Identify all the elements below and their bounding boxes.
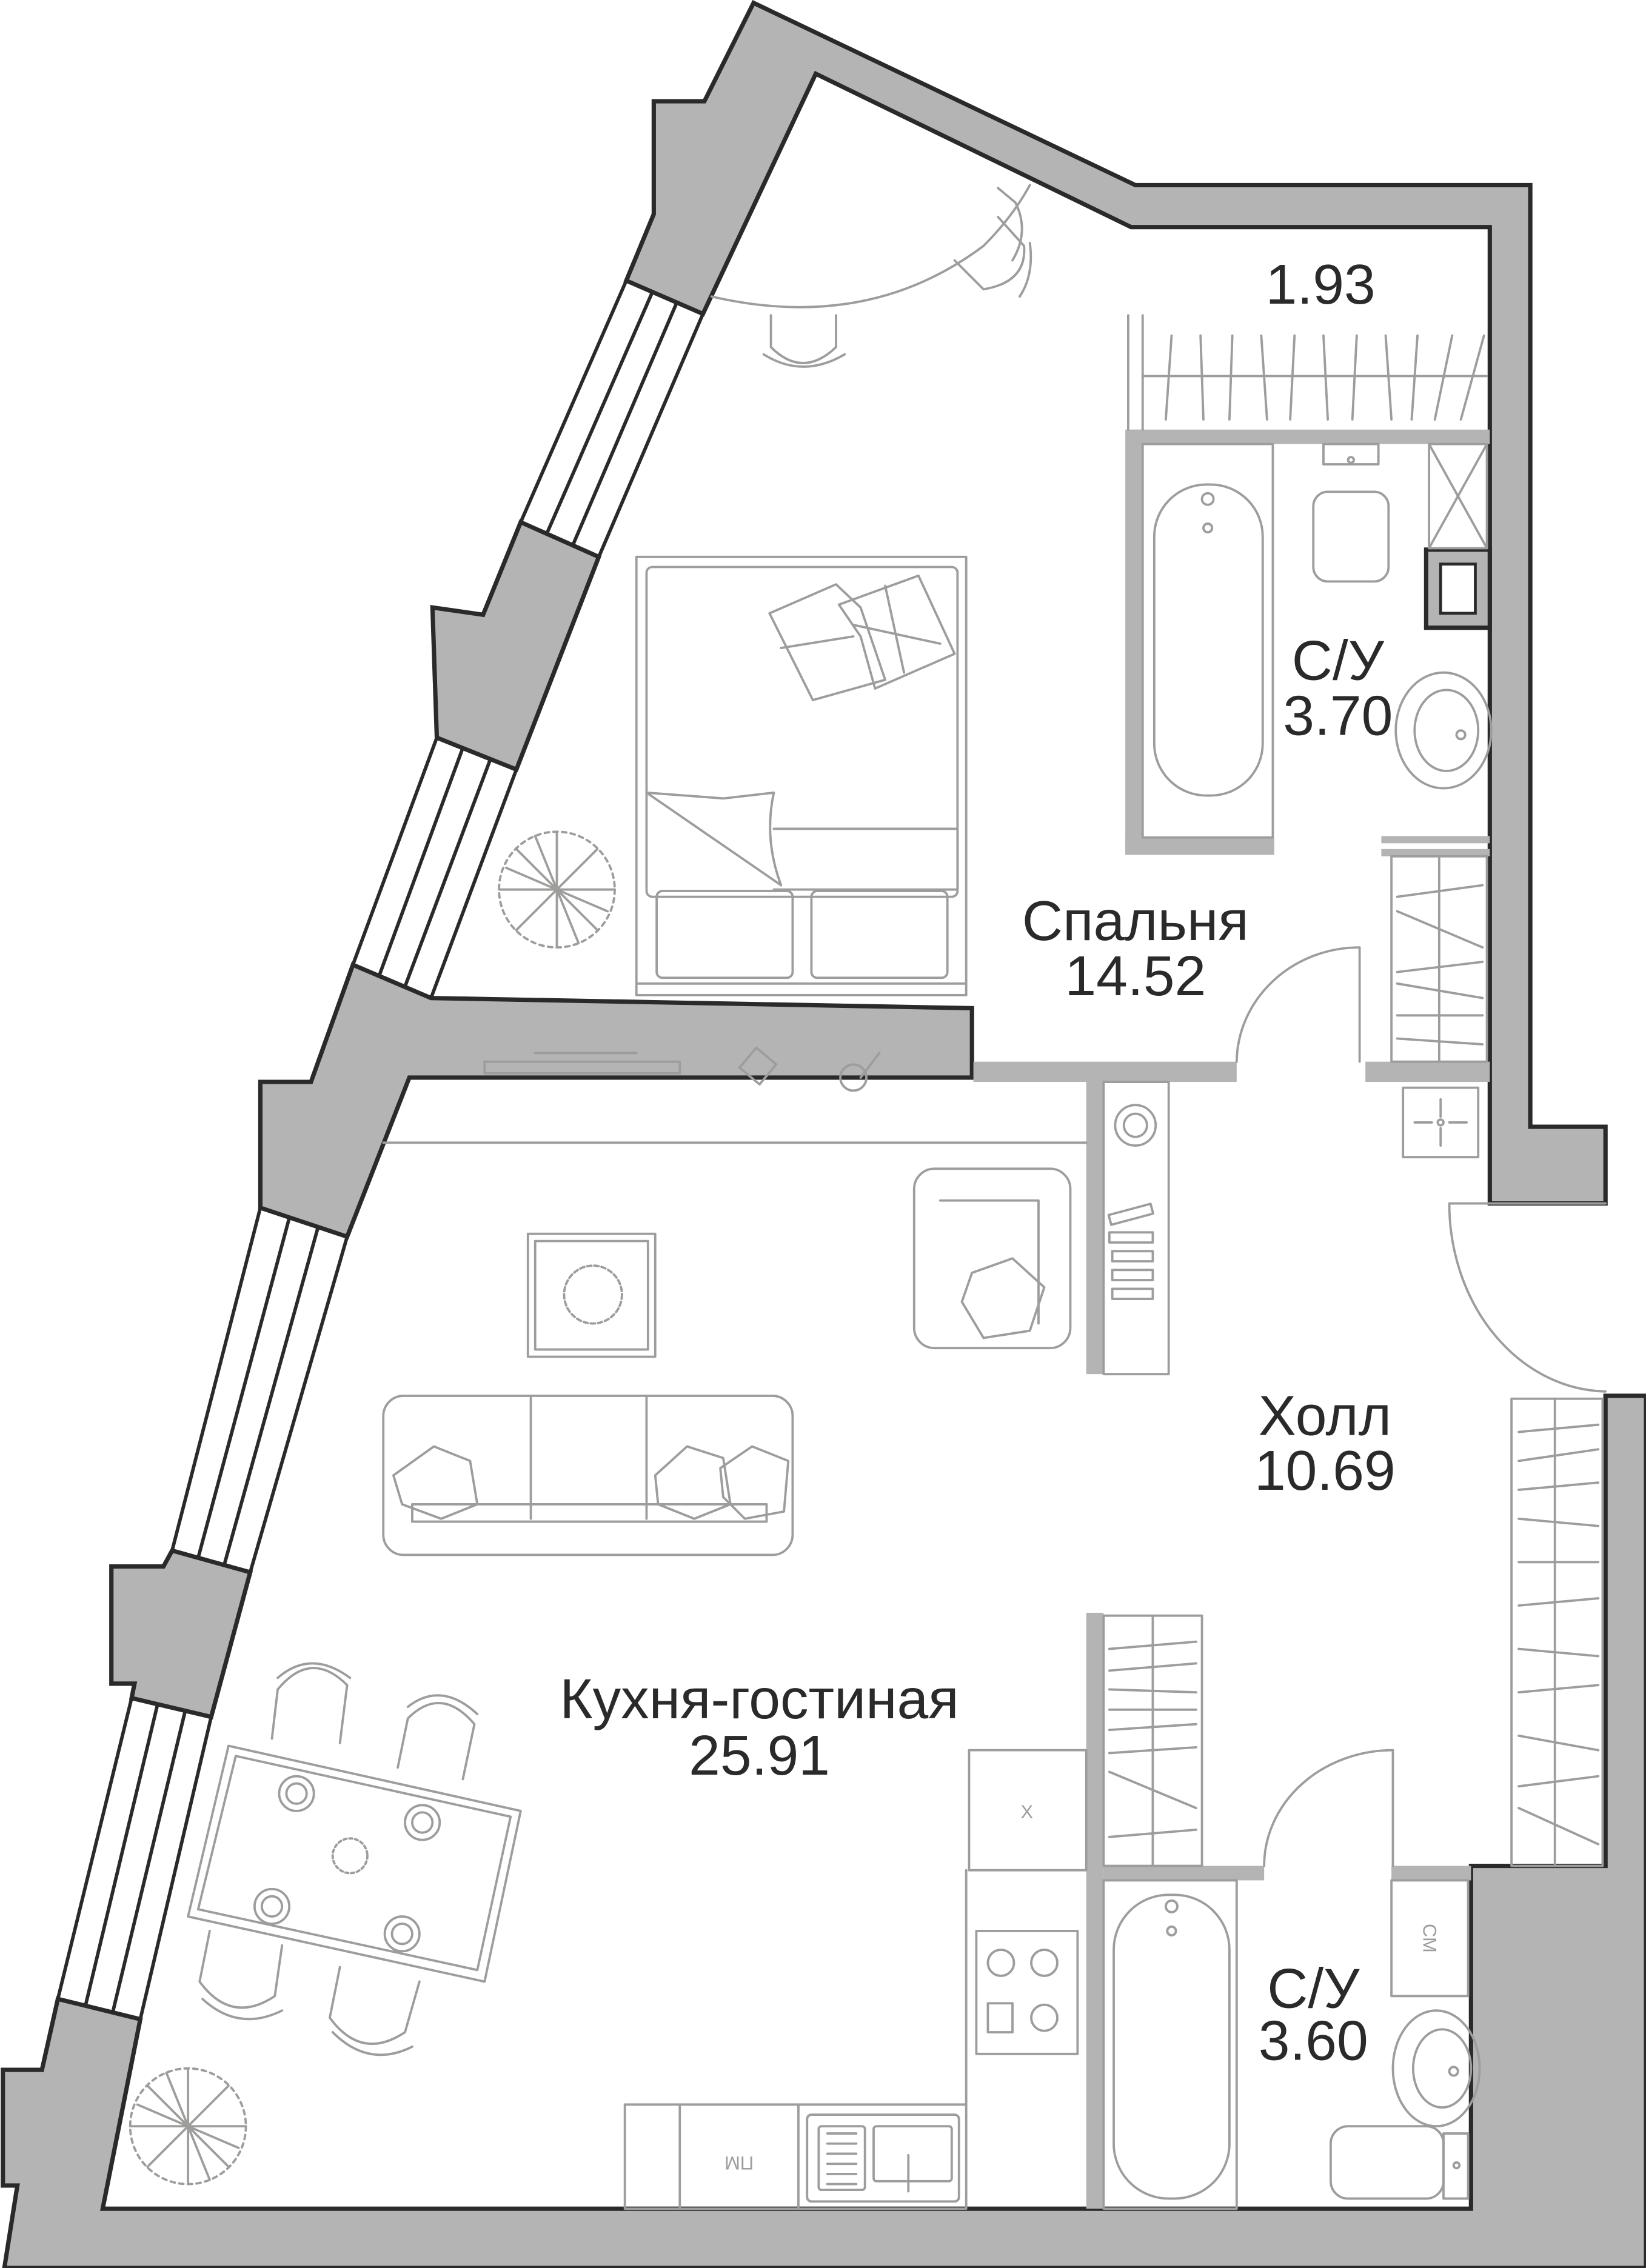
bathtub-icon	[1153, 483, 1264, 797]
window-4	[56, 1698, 213, 2020]
pillow-icon	[768, 583, 886, 701]
toilet-icon	[1329, 2125, 1445, 2200]
plate-icon	[404, 1804, 441, 1841]
bedroom-area: 14.52	[1065, 944, 1206, 1007]
closet-1	[1390, 855, 1488, 1159]
armchair-icon	[912, 1167, 1072, 1350]
bedroom-door[interactable]	[1235, 946, 1361, 1063]
plant-icon	[129, 2067, 247, 2186]
window-1	[519, 279, 705, 558]
kitchen-units: Х ПМ	[623, 1749, 1088, 2210]
room-labels: 1.93 С/У 3.70 Спальня 14.52 Холл 10.69 К…	[560, 253, 1395, 2072]
wall-pier-4	[109, 1548, 253, 1720]
doors	[1235, 946, 1607, 1867]
fridge-icon	[968, 1749, 1088, 1872]
rug-icon	[526, 1232, 657, 1358]
toilet-icon	[1312, 490, 1390, 583]
chair-icon	[396, 1694, 479, 1781]
wall-bottom	[1, 1393, 1646, 2268]
chair-icon	[953, 216, 1032, 298]
wall-pier-3	[258, 962, 974, 1239]
bathroom-1-name: С/У	[1292, 629, 1385, 692]
chair-icon	[329, 1966, 421, 2056]
bathroom-2-area: 3.60	[1259, 2009, 1368, 2072]
hall-closets	[1102, 1397, 1604, 1867]
kitchen-living-area: 25.91	[689, 1724, 830, 1787]
pillow-icon	[810, 890, 949, 979]
hall-name: Холл	[1259, 1384, 1391, 1447]
bathtub-icon	[1112, 1893, 1231, 2200]
kitchen-living-name: Кухня-гостиная	[560, 1667, 958, 1730]
cooktop-icon	[975, 1930, 1079, 2055]
lamp-icon	[839, 1063, 868, 1092]
plate-icon	[383, 1915, 421, 1953]
plant-icon	[563, 1264, 623, 1325]
shower-icon	[1428, 442, 1488, 550]
chair-icon	[270, 1662, 352, 1744]
bedroom-furniture	[635, 184, 1032, 996]
plate-icon	[253, 1887, 291, 1925]
washing-machine-icon	[1114, 1104, 1157, 1147]
electric-panel-icon	[1402, 1086, 1480, 1159]
bedroom-name: Спальня	[1022, 889, 1249, 952]
kitchen-counter	[623, 2103, 968, 2210]
pillow-icon	[655, 890, 794, 979]
bathroom-2-door[interactable]	[1263, 1749, 1394, 1867]
sofa-icon	[382, 1395, 794, 1556]
sink-icon	[1394, 671, 1493, 790]
chair-icon	[762, 314, 846, 368]
bed-icon	[635, 555, 968, 996]
plate-icon	[278, 1775, 315, 1812]
entrance-door[interactable]	[1448, 1202, 1607, 1393]
tv-icon	[483, 1060, 681, 1075]
washing-machine-label: СМ	[1419, 1924, 1440, 1953]
sink-icon	[1391, 2009, 1481, 2128]
kitchen-sink-icon	[806, 2113, 960, 2203]
bathroom-1-area: 3.70	[1283, 684, 1393, 747]
bathroom-2-fixtures: СМ	[1102, 1879, 1481, 2210]
round-table	[710, 184, 1031, 309]
tablet-icon	[738, 1046, 778, 1086]
washing-machine-box	[1390, 1879, 1470, 1998]
windows	[56, 279, 705, 2020]
bathroom-2-name: С/У	[1267, 1956, 1360, 2020]
wardrobe-area: 1.93	[1266, 253, 1376, 316]
living-room-furniture	[382, 1046, 1170, 1556]
dining-set	[187, 1662, 522, 2056]
wardrobe-1	[1126, 314, 1488, 431]
centerpiece-icon	[331, 1837, 369, 1875]
interior-partitions	[973, 429, 1492, 2209]
chair-icon	[997, 187, 1023, 262]
dining-table-icon	[187, 1744, 522, 1983]
hall-area: 10.69	[1254, 1439, 1396, 1502]
dishwasher-label: ПМ	[724, 2152, 754, 2173]
washer-cabinet	[1102, 1081, 1170, 1376]
fridge-label: Х	[1021, 1801, 1034, 1823]
chair-icon	[198, 1930, 284, 2021]
window-2	[351, 737, 518, 999]
wall-pier-2	[430, 519, 602, 773]
pillow-icon	[837, 574, 956, 690]
plant-icon	[498, 830, 616, 949]
window-3	[170, 1207, 349, 1573]
bathroom-1-fixtures	[1141, 442, 1493, 839]
